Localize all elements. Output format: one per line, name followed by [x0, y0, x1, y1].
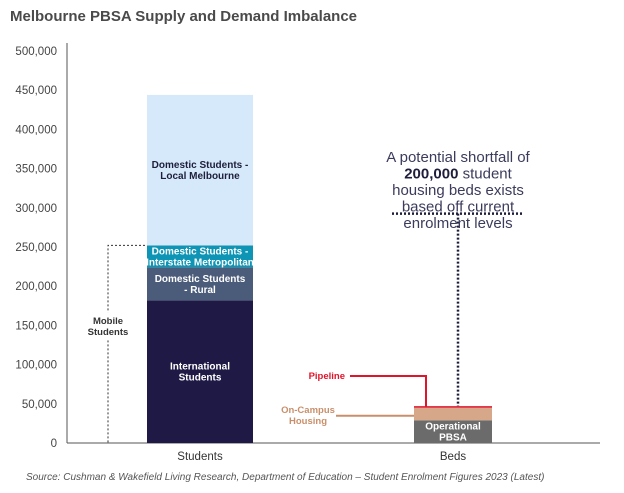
- bar-segment: [147, 267, 253, 301]
- bar-segment-label: Domestic Students -Interstate Metropolit…: [146, 246, 254, 268]
- y-tick-label: 350,000: [15, 164, 57, 176]
- y-tick-label: 450,000: [15, 85, 57, 97]
- y-tick-label: 500,000: [15, 46, 57, 58]
- bar-segment-label: Domestic Students -Local Melbourne: [152, 160, 249, 182]
- chart-axes: 0 50,000 100,000 150,000 200,000 250,000 300,0…: [15, 43, 600, 463]
- bar-segment: [414, 406, 492, 408]
- mobile-students-bracket: [107, 244, 145, 443]
- bar-segment: [147, 94, 253, 246]
- bar-segment-label: Domestic Students- Rural: [155, 274, 246, 296]
- pipeline-leader-line: [350, 375, 427, 407]
- chart-title: Melbourne PBSA Supply and Demand Imbalan…: [10, 8, 358, 25]
- y-tick-label: 300,000: [15, 203, 57, 215]
- bar-segment: [147, 245, 253, 268]
- bar-segment: [414, 407, 492, 421]
- y-tick-label: 150,000: [15, 320, 57, 332]
- y-tick-label: 50,000: [22, 399, 57, 411]
- pipeline-label: Pipeline: [309, 371, 345, 382]
- x-category-label: Students: [177, 451, 223, 463]
- x-category-label: Beds: [440, 451, 466, 463]
- bar-segment: [147, 300, 253, 443]
- y-tick-label: 0: [51, 438, 57, 450]
- y-tick-label: 250,000: [15, 242, 57, 254]
- mobile-students-label-bg: [84, 312, 132, 341]
- y-tick-label: 200,000: [15, 281, 57, 293]
- y-tick-label: 100,000: [15, 360, 57, 372]
- y-tick-label: 400,000: [15, 124, 57, 136]
- bar-segment: [414, 420, 492, 443]
- chart-source: Source: Cushman & Wakefield Living Resea…: [26, 472, 545, 483]
